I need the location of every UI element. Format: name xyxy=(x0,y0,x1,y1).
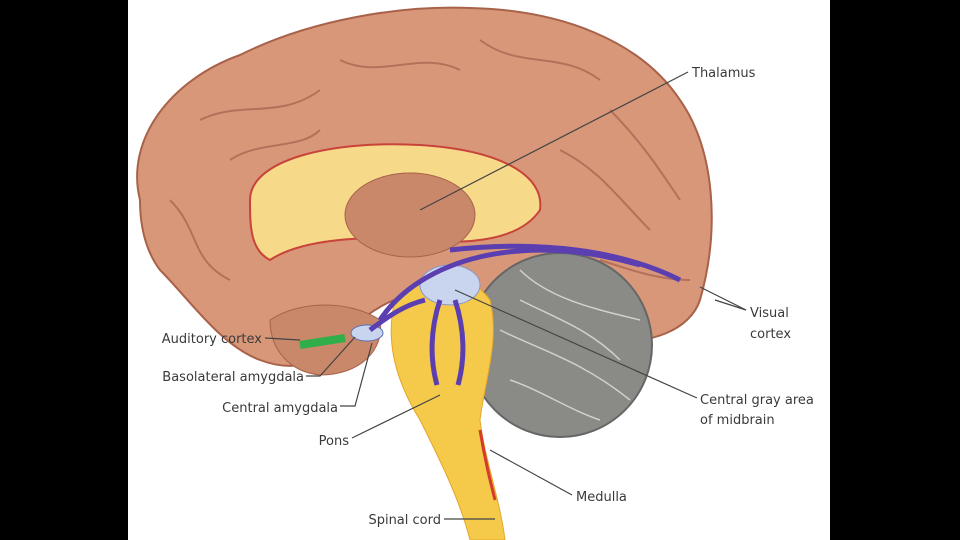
thalamus xyxy=(344,172,476,258)
label-basolateral-amygdala: Basolateral amygdala xyxy=(162,370,304,385)
leader-lines xyxy=(264,71,747,520)
label-visual-cortex-line1: Visual xyxy=(750,306,789,321)
brainstem xyxy=(390,277,506,540)
label-auditory-cortex: Auditory cortex xyxy=(162,332,263,347)
label-visual-cortex-line2: cortex xyxy=(750,327,791,342)
label-pons: Pons xyxy=(319,434,350,449)
label-medulla: Medulla xyxy=(576,490,627,505)
label-thalamus: Thalamus xyxy=(691,66,756,81)
amygdala xyxy=(350,324,384,342)
descending-pathway xyxy=(478,429,497,501)
midbrain-central-gray xyxy=(419,264,481,306)
cerebellum xyxy=(467,252,653,438)
cerebellum-folia xyxy=(499,269,641,421)
fear-pathways xyxy=(368,243,682,386)
label-central-gray-line2: of midbrain xyxy=(700,413,775,428)
gyri xyxy=(169,39,691,281)
label-spinal-cord: Spinal cord xyxy=(368,513,441,528)
label-central-gray-line1: Central gray area xyxy=(700,393,814,408)
auditory-pathway-arrow xyxy=(299,334,346,349)
label-central-amygdala: Central amygdala xyxy=(222,401,338,416)
